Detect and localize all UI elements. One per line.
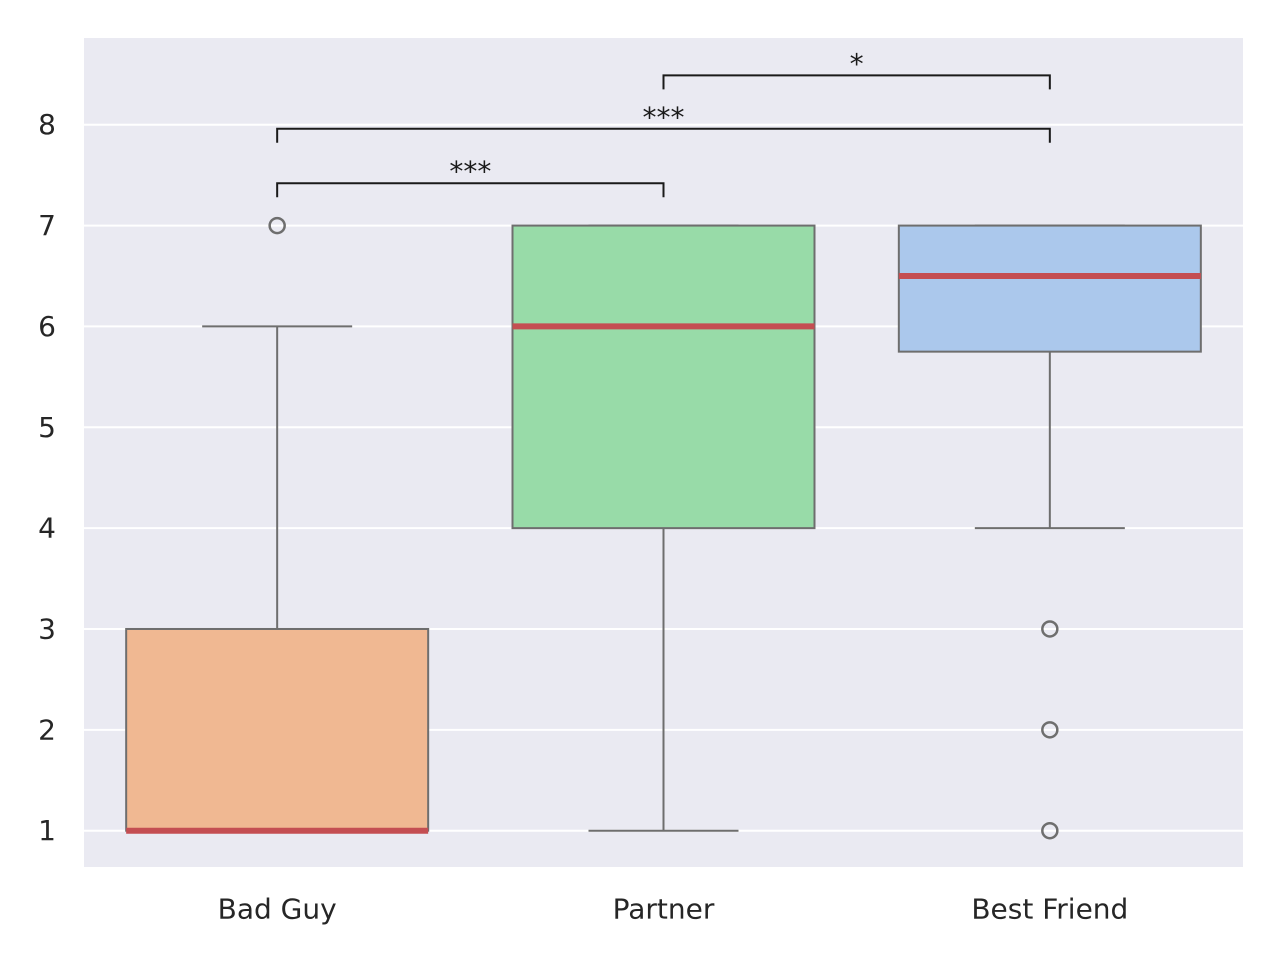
box-iqr	[897, 224, 1202, 353]
y-tick-label: 6	[38, 310, 56, 343]
y-tick-label: 8	[38, 108, 56, 141]
y-tick-label: 2	[38, 713, 56, 746]
significance-label: ***	[449, 155, 491, 188]
outlier-point	[1041, 721, 1059, 739]
box-group	[897, 224, 1202, 840]
box-group	[511, 224, 816, 832]
outlier-point	[1041, 620, 1059, 638]
boxes-layer	[125, 216, 1202, 840]
box-group	[125, 216, 430, 834]
significance-label: *	[850, 47, 864, 80]
significance-bracket: *	[662, 47, 1051, 90]
outlier-point	[268, 216, 286, 235]
y-tick-label: 4	[38, 512, 56, 545]
box-iqr	[125, 627, 430, 832]
box-iqr	[511, 224, 816, 530]
y-tick-label: 7	[38, 209, 56, 242]
significance-brackets: *******	[276, 47, 1051, 198]
y-axis-ticks: 1 2 3 4 5 6 7 8	[38, 108, 56, 847]
significance-label: ***	[643, 101, 685, 134]
y-tick-label: 1	[38, 814, 56, 847]
outlier-point	[1041, 821, 1059, 840]
bracket-line	[276, 182, 665, 198]
y-tick-label: 5	[38, 411, 56, 444]
bracket-line	[276, 127, 1051, 143]
x-tick-label: Partner	[613, 893, 715, 926]
y-tick-label: 3	[38, 612, 56, 645]
bracket-line	[662, 74, 1051, 90]
x-tick-label: Bad Guy	[218, 893, 337, 926]
x-axis-ticks: Bad Guy Partner Best Friend	[218, 893, 1129, 926]
x-tick-label: Best Friend	[971, 893, 1128, 926]
significance-bracket: ***	[276, 101, 1051, 143]
significance-bracket: ***	[276, 155, 665, 198]
